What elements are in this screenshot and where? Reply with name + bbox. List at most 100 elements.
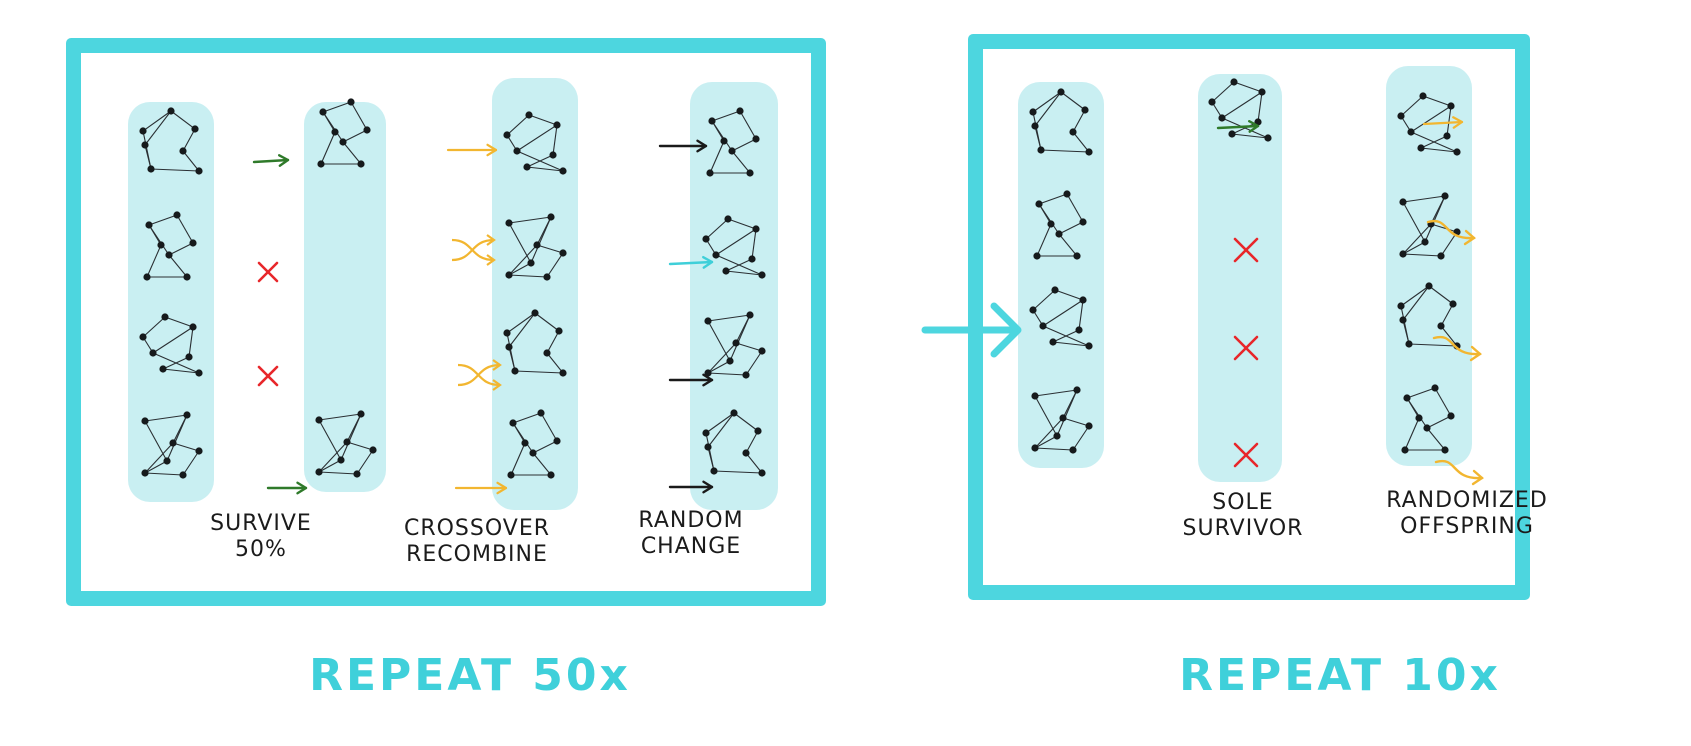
graph-network-icon	[702, 215, 766, 279]
graph-network-icon	[503, 111, 567, 175]
right-panel-frame	[968, 34, 1530, 600]
graph-node	[1085, 148, 1093, 156]
graph-edge	[144, 420, 168, 462]
graph-edge	[148, 214, 178, 226]
graph-network-icon	[1031, 386, 1093, 454]
arrow-head	[696, 139, 708, 153]
graph-edge	[1422, 95, 1452, 107]
graph-node	[1053, 432, 1061, 440]
graph-edge	[340, 413, 362, 461]
graph-node	[191, 125, 199, 133]
big-arrow-icon	[921, 302, 1022, 358]
graph-node	[559, 249, 567, 257]
graph-edge	[506, 332, 516, 372]
graph-node	[1073, 252, 1081, 260]
caption-survive-line1: SURVIVE	[210, 511, 312, 536]
crossover-arrow-icon	[451, 234, 496, 266]
graph-edge	[731, 138, 757, 152]
graph-network-icon	[317, 98, 371, 168]
graph-edge	[731, 150, 751, 174]
graph-edge	[1231, 133, 1269, 139]
graph-node	[1405, 340, 1413, 348]
graph-edge	[142, 130, 152, 170]
graph-edge	[146, 244, 162, 278]
population-band	[1386, 66, 1472, 466]
graph-node	[754, 427, 762, 435]
graph-node	[543, 273, 551, 281]
graph-edge	[1430, 223, 1458, 233]
graph-edge	[1038, 203, 1060, 235]
graph-edge	[1406, 387, 1436, 399]
graph-edge	[318, 441, 348, 473]
arrow-head	[486, 143, 498, 157]
population-graphs	[139, 78, 1461, 479]
graph-network-icon	[1397, 92, 1461, 156]
caption-crossover: CROSSOVER RECOMBINE	[402, 516, 552, 568]
graph-node	[742, 449, 750, 457]
graph-edge	[1040, 149, 1090, 153]
graph-edge	[508, 274, 548, 278]
graph-node	[1415, 414, 1423, 422]
graph-edge	[1034, 447, 1074, 451]
graph-edge	[322, 111, 344, 143]
graph-node	[720, 137, 728, 145]
graph-node	[1055, 230, 1063, 238]
graph-node	[319, 108, 327, 116]
graph-edge	[745, 350, 763, 376]
graph-node	[353, 470, 361, 478]
graph-node	[1425, 282, 1433, 290]
graph-edge	[530, 216, 552, 264]
graph-node	[195, 167, 203, 175]
graph-edge	[1062, 417, 1090, 427]
graph-node	[1059, 414, 1067, 422]
graph-node	[732, 339, 740, 347]
graph-edge	[516, 150, 564, 172]
graph-network-icon	[1029, 286, 1093, 350]
graph-node	[1079, 296, 1087, 304]
graph-network-icon	[1033, 190, 1087, 260]
graph-node	[165, 251, 173, 259]
graph-network-icon	[143, 211, 197, 281]
graph-node	[704, 369, 712, 377]
cross-stroke	[1233, 237, 1259, 263]
graph-node	[315, 416, 323, 424]
graph-node	[1085, 342, 1093, 350]
graph-edge	[1402, 195, 1446, 203]
graph-node	[1399, 198, 1407, 206]
graph-node	[1035, 200, 1043, 208]
arrow-icon	[658, 139, 708, 153]
graph-edge	[1400, 305, 1410, 345]
arrow-head	[296, 481, 308, 495]
graph-edge	[1221, 117, 1269, 139]
population-band	[690, 82, 778, 510]
graph-node	[1075, 326, 1083, 334]
graph-node	[521, 439, 529, 447]
graph-node	[189, 239, 197, 247]
graph-edge	[727, 218, 757, 230]
crossover-arrow-icon	[457, 359, 502, 391]
graph-node	[702, 429, 710, 437]
graph-node	[1447, 412, 1455, 420]
graph-node	[183, 411, 191, 419]
graph-node	[1423, 424, 1431, 432]
graph-node	[179, 471, 187, 479]
arrow-shaft	[252, 158, 290, 164]
graph-node	[1437, 322, 1445, 330]
graph-edge	[318, 459, 342, 473]
caption-survive: SURVIVE 50%	[206, 511, 316, 563]
graph-edge	[1424, 195, 1446, 243]
graph-network-icon	[505, 213, 567, 281]
graph-node	[169, 439, 177, 447]
caption-crossover-line2: RECOMBINE	[406, 542, 548, 567]
graph-node	[143, 273, 151, 281]
population-band	[128, 102, 214, 502]
graph-edge	[152, 326, 194, 354]
caption-random: RANDOM CHANGE	[626, 508, 756, 560]
graph-edge	[733, 412, 759, 432]
graph-edge	[1034, 417, 1064, 449]
graph-node	[511, 367, 519, 375]
graph-edge	[512, 412, 542, 424]
graph-network-icon	[141, 411, 203, 479]
graph-edge	[532, 440, 558, 454]
graph-edge	[707, 342, 737, 374]
